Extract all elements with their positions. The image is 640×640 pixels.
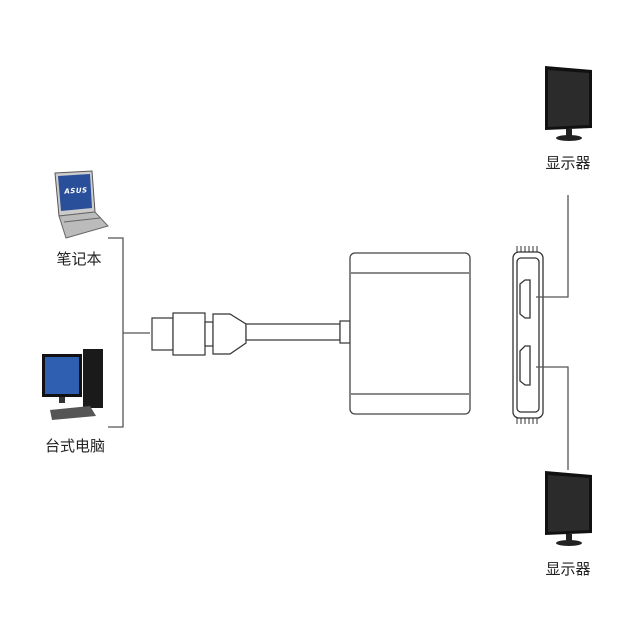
- hdmi-port-bottom: [519, 345, 531, 386]
- hdmi-port-top: [519, 279, 531, 319]
- hdmi-plug: [151, 312, 247, 356]
- desktop-label: 台式电脑: [44, 437, 106, 455]
- desktop-computer-icon: [42, 349, 103, 420]
- monitor-bottom-icon: [545, 471, 592, 546]
- cable: [245, 320, 351, 344]
- output-lines: [536, 195, 569, 470]
- laptop-brand-logo: ASUS: [64, 186, 88, 196]
- monitor-top-icon: [545, 66, 592, 141]
- laptop-label: 笔记本: [56, 250, 102, 268]
- adapter-front-view: [349, 252, 471, 415]
- source-bracket: [108, 237, 150, 428]
- monitor-bottom-label: 显示器: [545, 560, 591, 578]
- monitor-top-label: 显示器: [545, 154, 591, 172]
- adapter-side-view: [512, 246, 544, 424]
- laptop-icon: [54, 170, 109, 239]
